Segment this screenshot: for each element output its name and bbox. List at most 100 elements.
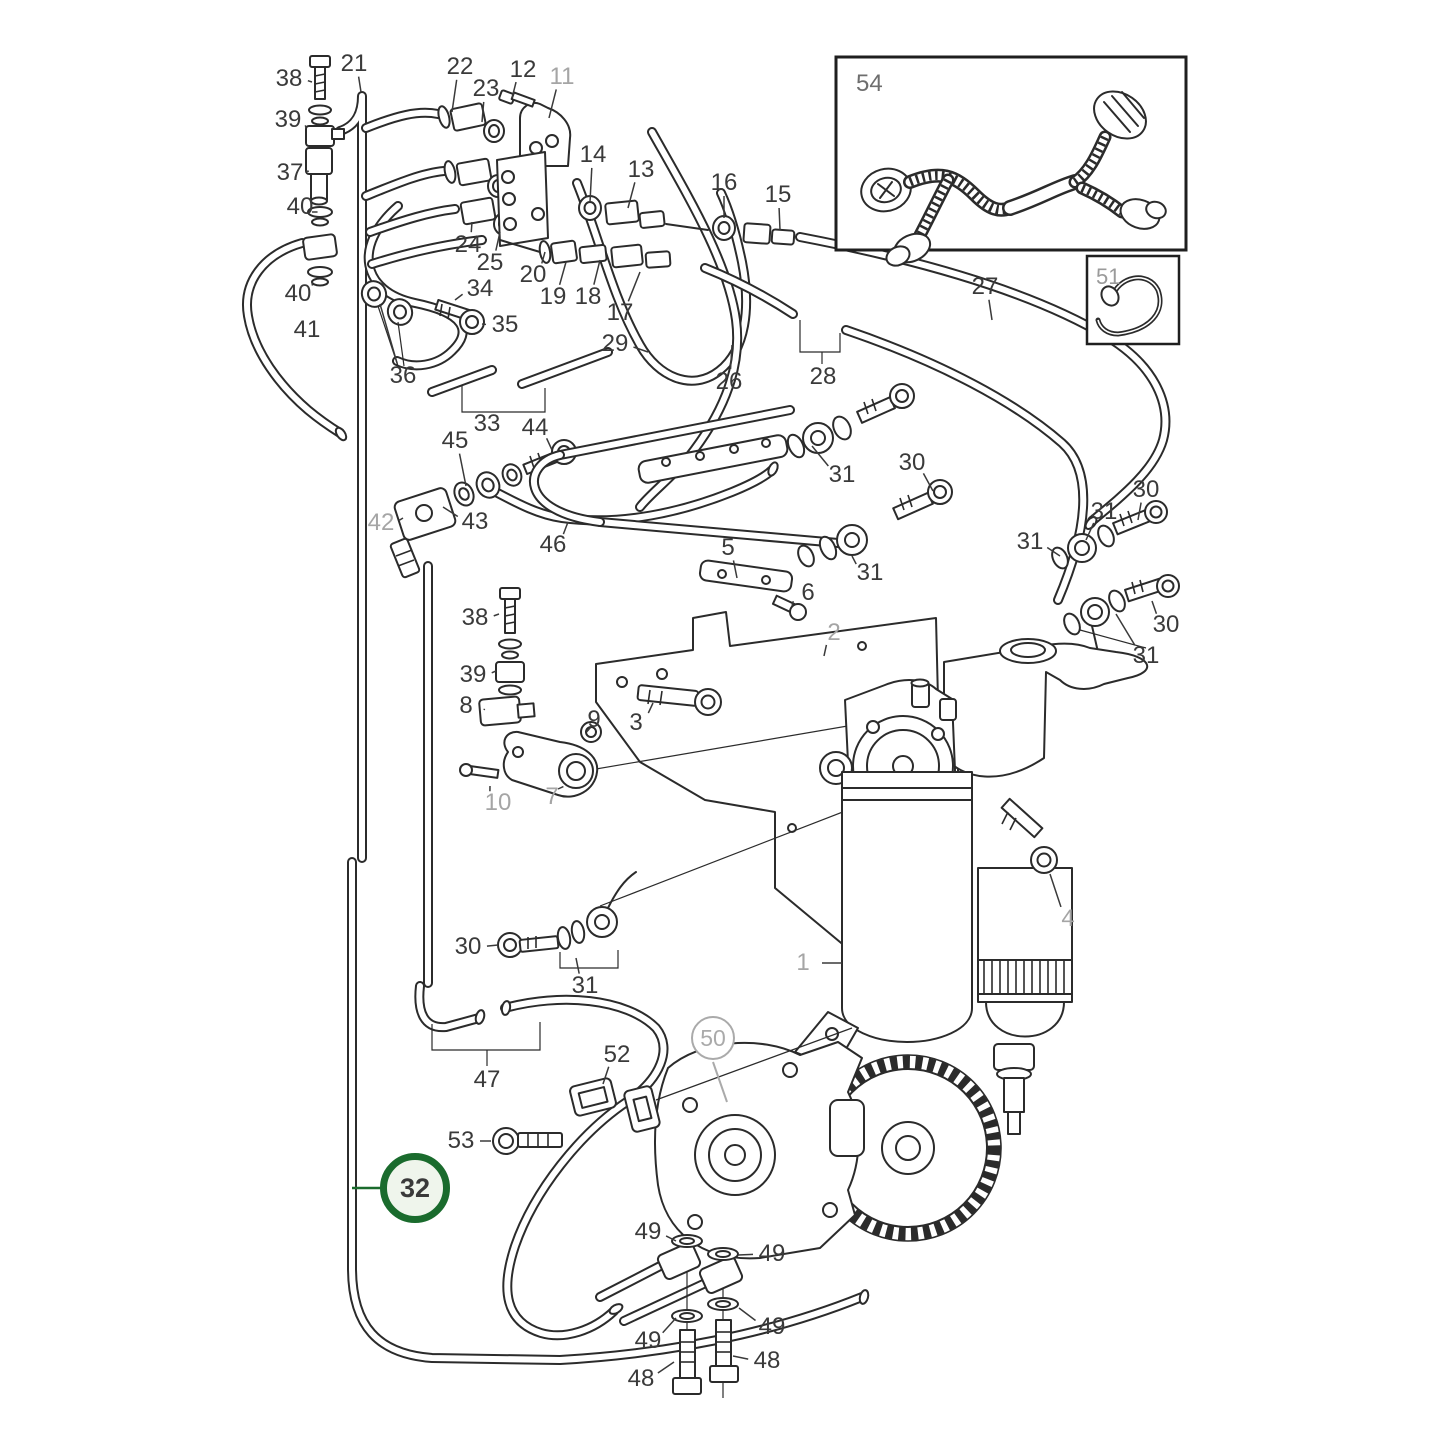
- bolt-35: [434, 298, 485, 335]
- reference-circle[interactable]: 50: [691, 1016, 735, 1060]
- screw-12: [498, 89, 536, 108]
- part-callout-49[interactable]: 49: [758, 1313, 786, 1340]
- reference-leader: [712, 1061, 728, 1103]
- part-callout-34[interactable]: 34: [466, 275, 494, 302]
- part-callout-45[interactable]: 45: [441, 427, 469, 454]
- part-callout-17[interactable]: 17: [606, 299, 634, 326]
- bolt-38-top: [309, 55, 331, 100]
- hose-28-segments: [705, 268, 1083, 600]
- part-callout-40[interactable]: 40: [284, 280, 312, 307]
- tee-fitting-42: [389, 463, 523, 579]
- part-callout-39[interactable]: 39: [274, 106, 302, 133]
- part-callout-38[interactable]: 38: [461, 604, 489, 631]
- washer-40-upper: [307, 206, 333, 227]
- part-callout-6[interactable]: 6: [801, 579, 815, 606]
- part-callout-30[interactable]: 30: [898, 449, 926, 476]
- nipple-37: [305, 147, 333, 206]
- part-callout-36[interactable]: 36: [389, 362, 417, 389]
- part-callout-48[interactable]: 48: [627, 1365, 655, 1392]
- reference-part-number: 50: [700, 1024, 726, 1051]
- part-callout-26[interactable]: 26: [715, 368, 743, 395]
- part-callout-18[interactable]: 18: [574, 283, 602, 310]
- part-callout-20[interactable]: 20: [519, 261, 547, 288]
- part-callout-28[interactable]: 28: [809, 363, 837, 390]
- part-callout-31[interactable]: 31: [1090, 498, 1118, 525]
- part-callout-31[interactable]: 31: [571, 972, 599, 999]
- part-callout-12[interactable]: 12: [509, 56, 537, 83]
- hose-21-vertical: [340, 96, 362, 858]
- part-callout-11[interactable]: 11: [549, 63, 575, 90]
- part-callout-24[interactable]: 24: [454, 231, 482, 258]
- part-callout-39[interactable]: 39: [459, 661, 487, 688]
- pump-elbow-fittings-bottom: [600, 1234, 744, 1398]
- part-callout-42[interactable]: 42: [367, 509, 395, 536]
- gear-pump-50: [654, 1011, 1002, 1260]
- part-callout-5[interactable]: 5: [721, 534, 735, 561]
- hose-27: [800, 237, 1165, 530]
- bolt-6: [771, 594, 807, 621]
- part-callout-49[interactable]: 49: [634, 1327, 662, 1354]
- part-callout-23[interactable]: 23: [472, 75, 500, 102]
- highlight-circle[interactable]: 32: [380, 1153, 450, 1223]
- part-callout-2[interactable]: 2: [827, 619, 841, 646]
- part-callout-33[interactable]: 33: [473, 410, 501, 437]
- part-callout-44[interactable]: 44: [521, 414, 549, 441]
- part-callout-52[interactable]: 52: [603, 1041, 631, 1068]
- part-callout-41[interactable]: 41: [293, 316, 321, 343]
- part-callout-47[interactable]: 47: [473, 1066, 501, 1093]
- part-callout-13[interactable]: 13: [627, 156, 655, 183]
- clamp-52: [569, 1027, 853, 1133]
- part-callout-30[interactable]: 30: [1152, 611, 1180, 638]
- part-callout-37[interactable]: 37: [276, 159, 304, 186]
- part-callout-10[interactable]: 10: [484, 789, 512, 816]
- part-callout-14[interactable]: 14: [579, 141, 607, 168]
- part-callout-48[interactable]: 48: [753, 1347, 781, 1374]
- part-callout-31[interactable]: 31: [1132, 642, 1160, 669]
- part-callout-19[interactable]: 19: [539, 283, 567, 310]
- part-callout-38[interactable]: 38: [275, 65, 303, 92]
- part-callout-46[interactable]: 46: [539, 531, 567, 558]
- mounting-bracket-11: [496, 102, 572, 247]
- inset-harness-box: [834, 55, 1188, 267]
- part-callout-3[interactable]: 3: [629, 709, 643, 736]
- part-callout-40[interactable]: 40: [286, 193, 314, 220]
- part-callout-27[interactable]: 27: [971, 273, 999, 300]
- inset-clip-box: [1085, 254, 1181, 346]
- center-fitting-stack: [478, 587, 602, 743]
- inset-clip-label: 51: [1096, 264, 1121, 289]
- part-callout-31[interactable]: 31: [856, 559, 884, 586]
- part-callout-4[interactable]: 4: [1061, 905, 1075, 932]
- part-callout-30[interactable]: 30: [454, 933, 482, 960]
- part-callout-15[interactable]: 15: [764, 181, 792, 208]
- hose-41: [247, 243, 348, 442]
- part-callout-35[interactable]: 35: [491, 311, 519, 338]
- part-callout-31[interactable]: 31: [828, 461, 856, 488]
- hose-33-segments: [432, 352, 608, 413]
- part-callout-21[interactable]: 21: [340, 50, 368, 77]
- part-callout-30[interactable]: 30: [1132, 476, 1160, 503]
- part-callout-31[interactable]: 31: [1016, 528, 1044, 555]
- pipe-assembly-5: [534, 410, 838, 593]
- part-callout-9[interactable]: 9: [587, 706, 601, 733]
- hose-47-elbow: [419, 986, 541, 1066]
- fitting-row-1: [437, 102, 505, 143]
- part-callout-49[interactable]: 49: [634, 1218, 662, 1245]
- canister-bowl-assembly: [977, 867, 1073, 1135]
- part-callout-29[interactable]: 29: [601, 330, 629, 357]
- part-callout-25[interactable]: 25: [476, 249, 504, 276]
- lever-7: [502, 730, 599, 798]
- part-callout-43[interactable]: 43: [461, 508, 489, 535]
- part-callout-53[interactable]: 53: [447, 1127, 475, 1154]
- part-callout-49[interactable]: 49: [758, 1240, 786, 1267]
- bolt-4: [1000, 797, 1058, 874]
- part-callout-1[interactable]: 1: [796, 949, 810, 976]
- part-callout-16[interactable]: 16: [710, 169, 738, 196]
- callout-leader-lines: [304, 76, 1158, 1374]
- hose-52-run: [501, 1000, 664, 1335]
- part-callout-7[interactable]: 7: [545, 783, 559, 810]
- part-callout-22[interactable]: 22: [446, 53, 474, 80]
- part-callout-8[interactable]: 8: [459, 692, 473, 719]
- bolt-53: [492, 1127, 563, 1155]
